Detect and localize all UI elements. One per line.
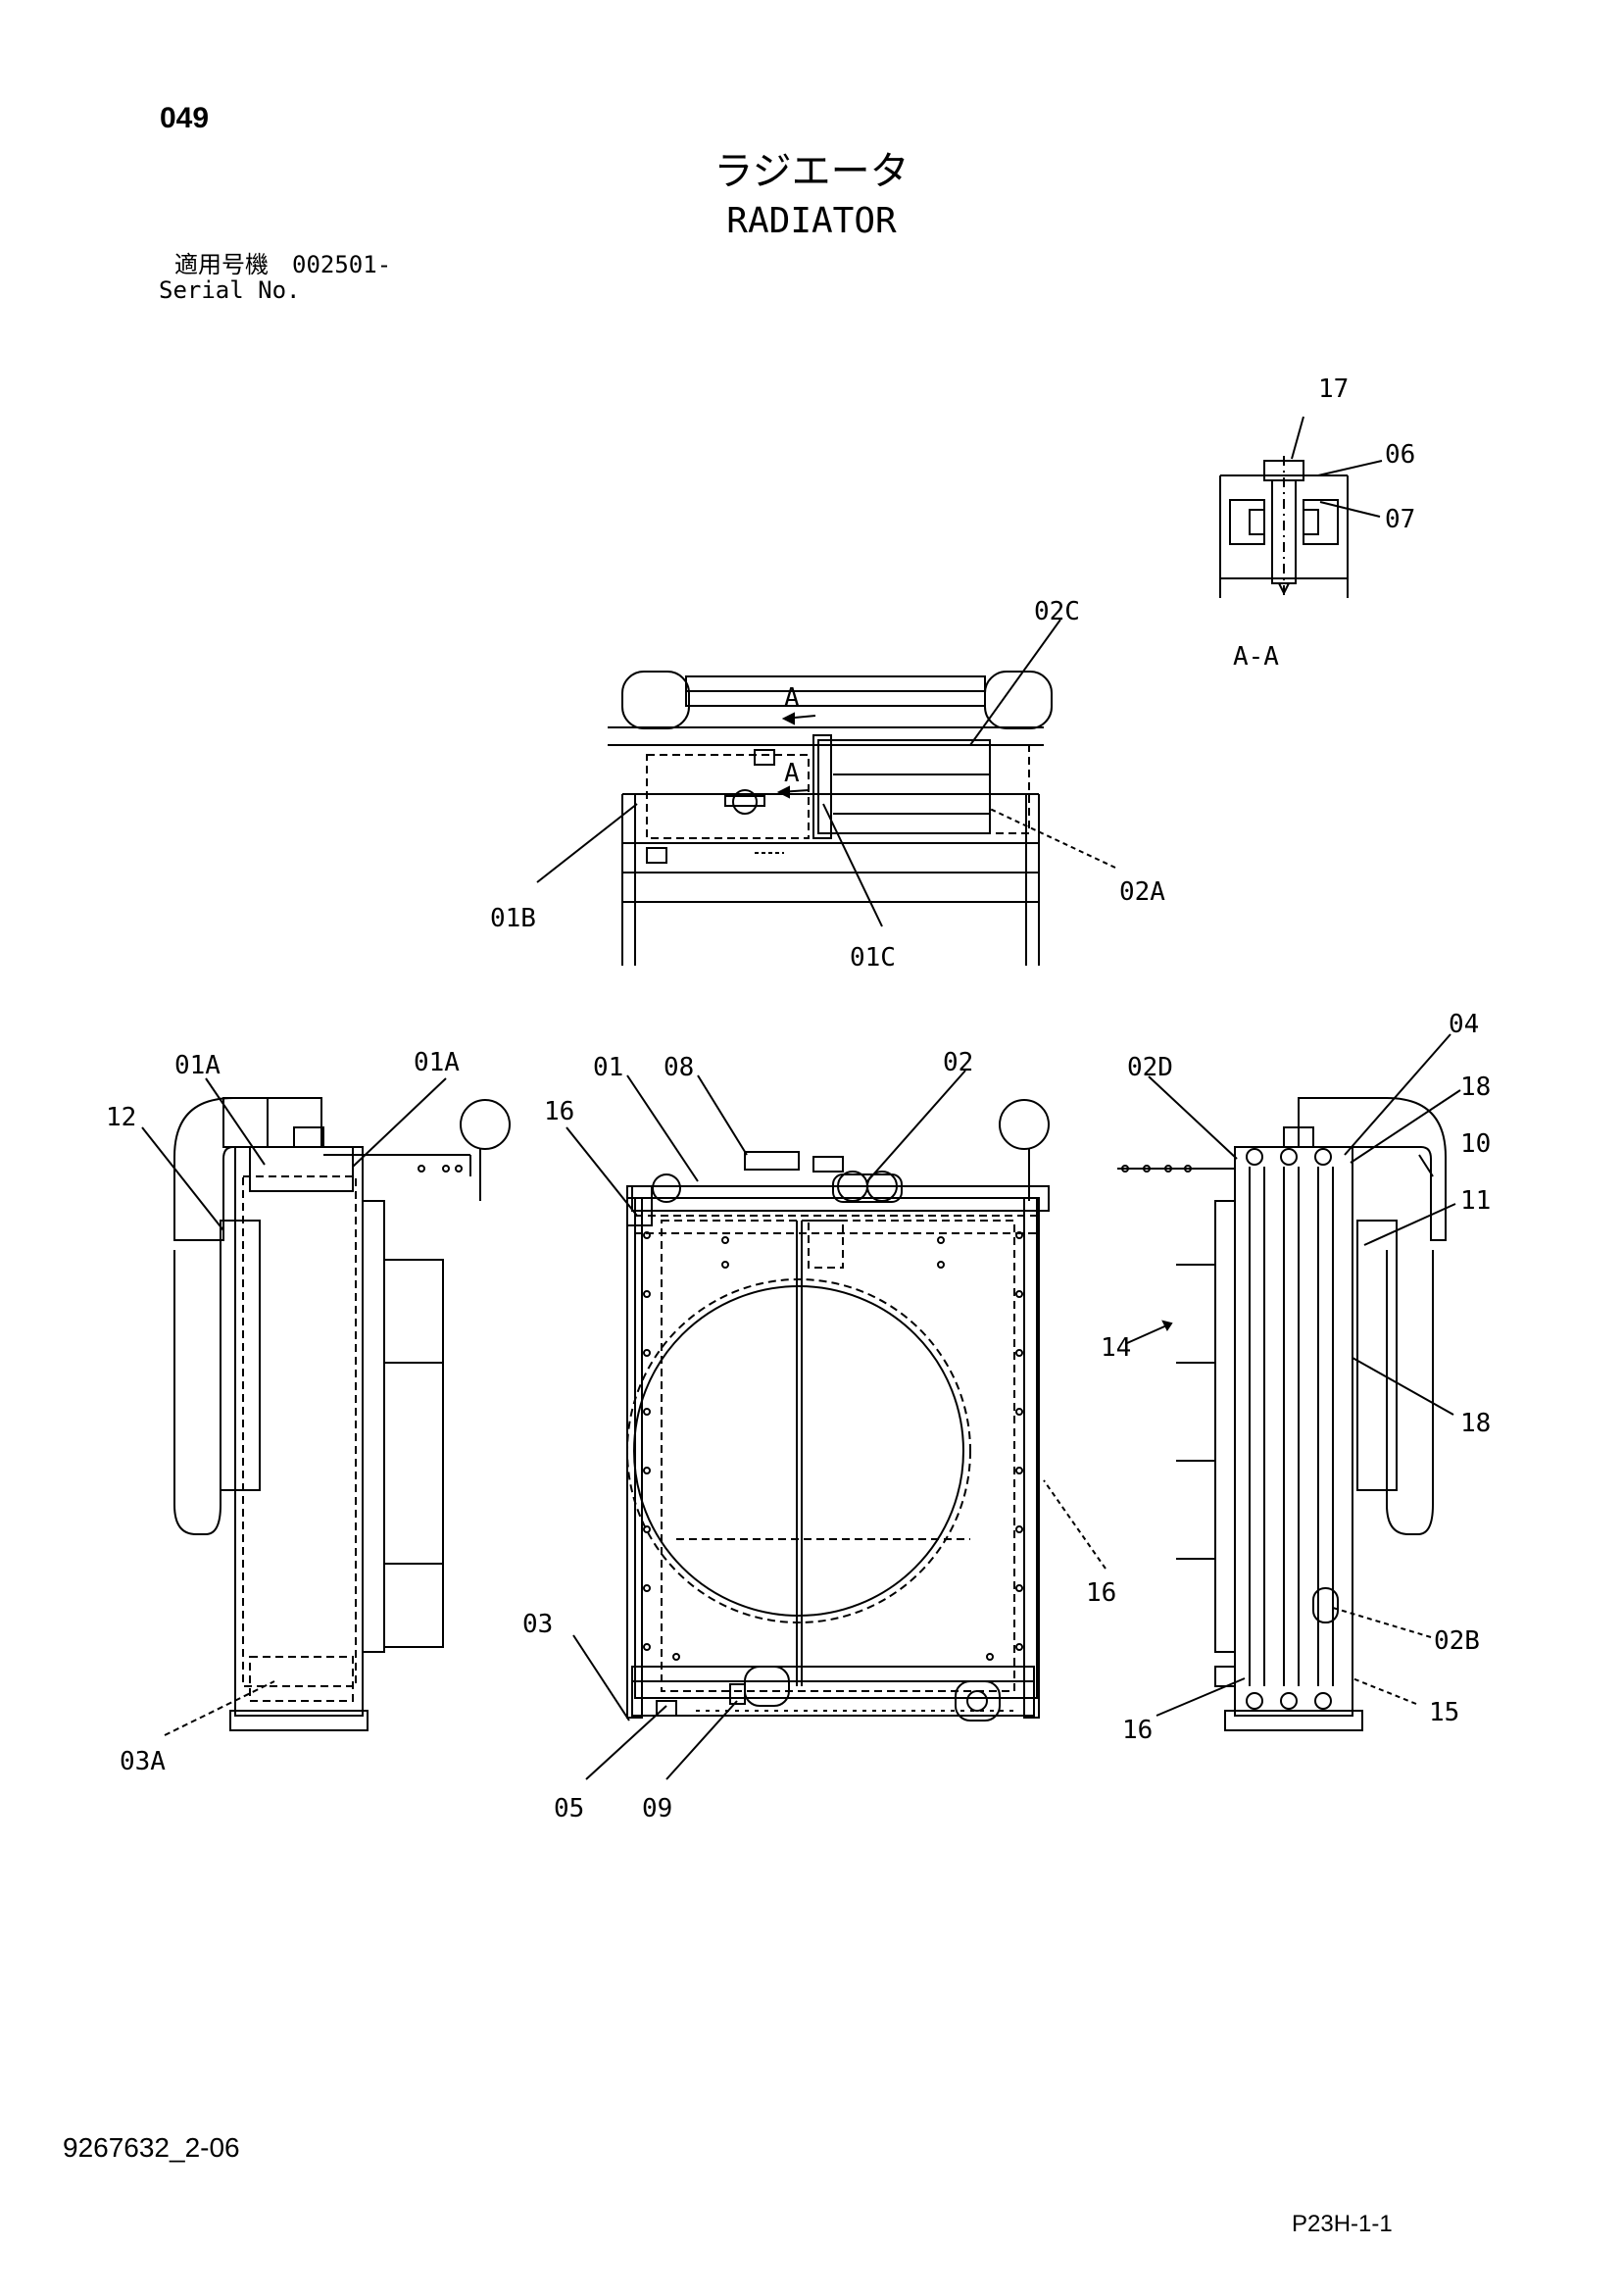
callout-03A: 03A xyxy=(120,1747,166,1776)
callout-06: 06 xyxy=(1385,440,1415,470)
callout-01C: 01C xyxy=(850,943,896,973)
serial-label-japanese: 適用号機 002501- xyxy=(174,251,392,278)
callout-05: 05 xyxy=(554,1794,584,1823)
serial-label-english: Serial No. xyxy=(159,276,301,304)
document-number: 9267632_2-06 xyxy=(63,2132,240,2163)
callout-18-lower: 18 xyxy=(1460,1409,1491,1438)
callout-07: 07 xyxy=(1385,505,1415,534)
callout-03: 03 xyxy=(522,1610,553,1639)
callout-16-upper: 16 xyxy=(544,1097,574,1126)
callout-02C: 02C xyxy=(1034,597,1080,626)
callout-01A-right: 01A xyxy=(414,1048,460,1077)
callout-10: 10 xyxy=(1460,1129,1491,1159)
callout-01B: 01B xyxy=(490,904,536,933)
top-view: A A 02C 02A 01B 01C xyxy=(490,597,1165,973)
callout-11: 11 xyxy=(1460,1186,1491,1216)
callout-02: 02 xyxy=(943,1048,973,1077)
front-view: 01 08 02 16 16 03 05 09 xyxy=(460,1048,1116,1823)
callout-16-lower: 16 xyxy=(1122,1716,1153,1745)
left-side-view: 01A 01A 12 03A xyxy=(106,1048,471,1776)
title-english: RADIATOR xyxy=(726,201,897,241)
callout-09: 09 xyxy=(642,1794,672,1823)
callout-18-upper: 18 xyxy=(1460,1073,1491,1102)
callout-01: 01 xyxy=(593,1053,623,1082)
callout-01A-left: 01A xyxy=(174,1051,221,1080)
callout-08: 08 xyxy=(664,1053,694,1082)
page-number: 049 xyxy=(160,102,210,134)
sheet-code: P23H-1-1 xyxy=(1292,2211,1393,2237)
right-side-view: 04 02D 18 10 11 14 18 02B 16 15 xyxy=(1101,1010,1491,1745)
section-arrow-a-1: A xyxy=(784,683,800,713)
callout-02D: 02D xyxy=(1127,1053,1173,1082)
callout-16-side: 16 xyxy=(1086,1578,1116,1608)
section-a-a-view: 17 06 07 A-A xyxy=(1219,374,1415,672)
callout-02B: 02B xyxy=(1434,1626,1480,1656)
section-label: A-A xyxy=(1233,642,1279,672)
callout-12: 12 xyxy=(106,1103,136,1132)
callout-02A: 02A xyxy=(1119,877,1165,907)
title-japanese: ラジエータ xyxy=(713,149,910,194)
callout-04: 04 xyxy=(1449,1010,1479,1039)
callout-15: 15 xyxy=(1429,1698,1459,1727)
callout-14: 14 xyxy=(1101,1333,1131,1363)
callout-17: 17 xyxy=(1318,374,1349,404)
section-arrow-a-2: A xyxy=(784,759,800,788)
